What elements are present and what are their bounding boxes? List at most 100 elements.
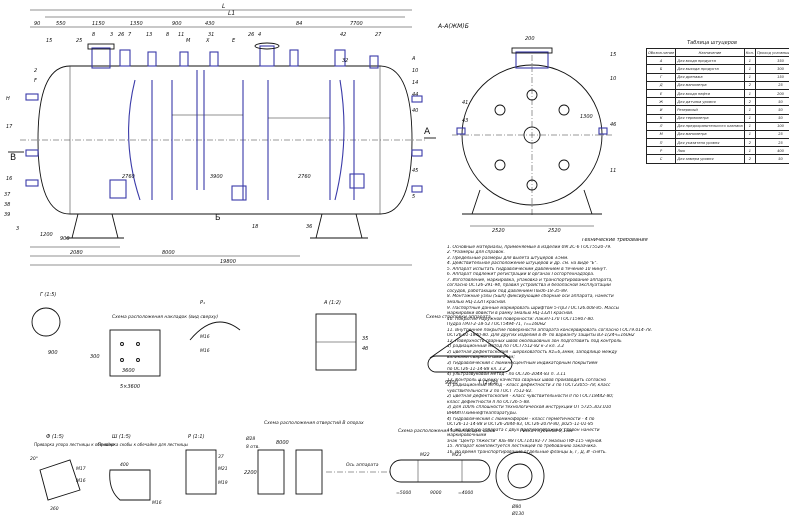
svg-text:Р (1:1): Р (1:1)	[188, 434, 205, 440]
svg-text:45: 45	[412, 168, 418, 174]
svg-text:15: 15	[46, 38, 52, 44]
detail-a: А (1:2) 35 4б	[315, 300, 368, 371]
svg-text:42: 42	[340, 32, 346, 38]
note-line: согласно ОСТ26-291-94, правил устройства…	[447, 283, 611, 289]
note-line: 14. На корпусе аппарата с двух противопо…	[447, 427, 600, 433]
svg-text:9900: 9900	[445, 380, 458, 386]
svg-text:41: 41	[462, 100, 468, 106]
svg-text:2520: 2520	[492, 228, 505, 234]
svg-text:18: 18	[252, 224, 258, 230]
detail-sh: Ш (1:5) Приварка скобы к обечайке для ле…	[98, 434, 188, 506]
note-line: знак "Центр тяжести" ЮБ-N8 ГОСТ14192-77 …	[447, 438, 603, 444]
svg-text:900: 900	[48, 350, 58, 356]
svg-text:Ø130: Ø130	[511, 510, 524, 517]
svg-text:Приварка упора лестницы к обеч: Приварка упора лестницы к обечайке	[34, 442, 115, 447]
svg-text:26: 26	[118, 32, 124, 38]
svg-text:35: 35	[362, 336, 368, 342]
note-line: 5. Аппарат испытать гидравлическим давле…	[447, 266, 608, 272]
note-line: ОСТ26-11-14-88 и ОСТ26-2044-83, ОСТ26-20…	[447, 422, 594, 428]
welds-scheme: Схема расположения замыкающих швов М22 М…	[389, 428, 496, 496]
svg-text:43: 43	[462, 118, 468, 124]
svg-text:=5000: =5000	[396, 490, 411, 496]
dim-1200: 1200	[40, 232, 53, 238]
svg-text:7700: 7700	[350, 21, 363, 27]
note-line: 3) для 100% сплошности технологической и…	[447, 405, 612, 411]
svg-text:20°: 20°	[30, 456, 38, 462]
holes-scheme: Схема расположения отверстий В опорах 80…	[244, 420, 390, 495]
svg-text:37: 37	[4, 192, 11, 198]
note-line: 9. Паспортные данные маркировать шрифтом…	[447, 305, 619, 311]
note-line: сосудов, работающих под давлением ПБ06-1…	[447, 288, 569, 294]
detail-p1: Р₁ М16 М16	[189, 300, 241, 354]
svg-text:11: 11	[178, 32, 184, 38]
view-letter-b: Б	[215, 213, 221, 222]
note-line: 2) цветная дефектоскопия - шероховатость…	[447, 349, 618, 355]
svg-text:11: 11	[610, 168, 616, 174]
svg-text:3: 3	[16, 226, 19, 232]
side-section-view: А-А(ЖМ)Б 200 2520 2520 1300 41 43 46 15 …	[437, 23, 616, 234]
note-line: 12. Поверхность сварных швов околошовных…	[447, 338, 622, 344]
svg-text:M: M	[186, 38, 191, 44]
note-line: 3) гидравлический с люминесцентным индик…	[447, 361, 598, 367]
note-line: Пудра ПАП-2-18-52 ГОСТ5494-71, Т₀=160м2	[447, 322, 546, 328]
svg-text:А (1:2): А (1:2)	[323, 300, 341, 306]
svg-text:Г (1:5): Г (1:5)	[40, 292, 56, 298]
note-line: 2. *Размеры для справок.	[447, 250, 505, 256]
note-line: 2) цветная дефектоскопия - класс чувстви…	[447, 394, 614, 400]
svg-text:300: 300	[90, 354, 100, 360]
svg-text:400: 400	[120, 462, 129, 468]
note-line: 11. Внутреннее покрытие поверхности аппа…	[447, 327, 653, 333]
svg-text:М19: М19	[218, 480, 228, 486]
svg-text:900: 900	[172, 21, 182, 27]
svg-text:X: X	[205, 38, 210, 44]
detail-overlays: Схема расположения накладок (вид сверху)…	[90, 314, 218, 390]
detail-r: Р (1:1) М21 М19 37	[185, 434, 228, 495]
note-line: 13. Контроль и оценку качества сварных ш…	[447, 377, 607, 383]
svg-text:3600: 3600	[122, 368, 135, 374]
note-line: 3. Предельные размеры для вылета штуцеро…	[447, 255, 569, 261]
groove-detail: Риска глубиной 0,1мм Ø80 Ø130	[495, 428, 573, 517]
note-line: 15. Аппарат комплектуется лестницей по т…	[447, 444, 598, 450]
note-line: чувствительности 2 по ГОСТ 7512-82.	[447, 388, 533, 394]
svg-text:5: 5	[412, 194, 415, 200]
note-line: ВНИИПТхимнефтеаппаратуры.	[447, 410, 518, 416]
note-line: по ОСТ26-11-14-88 кл. 3.2	[447, 366, 506, 372]
dim-L: L	[222, 3, 225, 10]
note-line: 1) радиационный метод по ГОСТ7512-82 к-3…	[447, 344, 565, 350]
svg-text:Ось аппарата: Ось аппарата	[346, 462, 379, 468]
note-line: класс дефектности II по ОСТ26-5-88.	[447, 399, 531, 405]
svg-text:16: 16	[6, 176, 12, 182]
dim-8000: 8000	[162, 250, 175, 256]
svg-text:8000: 8000	[276, 440, 289, 446]
svg-text:13: 13	[146, 32, 152, 38]
svg-text:Т (1:25): Т (1:25)	[478, 380, 498, 386]
top-dimension-labels: 90 550 1150 1350 900 430 84 7700	[34, 21, 363, 27]
dim-2080: 2080	[70, 250, 83, 256]
note-line: 4) гидравлический с люминофором - класс …	[447, 416, 595, 422]
svg-text:1350: 1350	[130, 21, 143, 27]
svg-text:М22: М22	[420, 452, 430, 458]
svg-text:8: 8	[92, 32, 95, 38]
svg-text:360: 360	[50, 506, 59, 512]
dim-L1: L1	[228, 10, 235, 17]
svg-text:90: 90	[34, 21, 40, 27]
note-line: маркировки обвести в рамку эмалью НЦ-132…	[447, 311, 574, 317]
detail-g: Г (1:5) 900	[31, 292, 61, 356]
svg-text:84: 84	[296, 21, 302, 27]
svg-text:5×3600: 5×3600	[120, 384, 140, 390]
svg-text:2520: 2520	[548, 228, 561, 234]
svg-text:10: 10	[412, 68, 418, 74]
note-line: маркировочными	[447, 433, 487, 439]
svg-text:7: 7	[128, 32, 132, 38]
svg-text:3: 3	[110, 32, 113, 38]
svg-text:1300: 1300	[580, 114, 593, 120]
